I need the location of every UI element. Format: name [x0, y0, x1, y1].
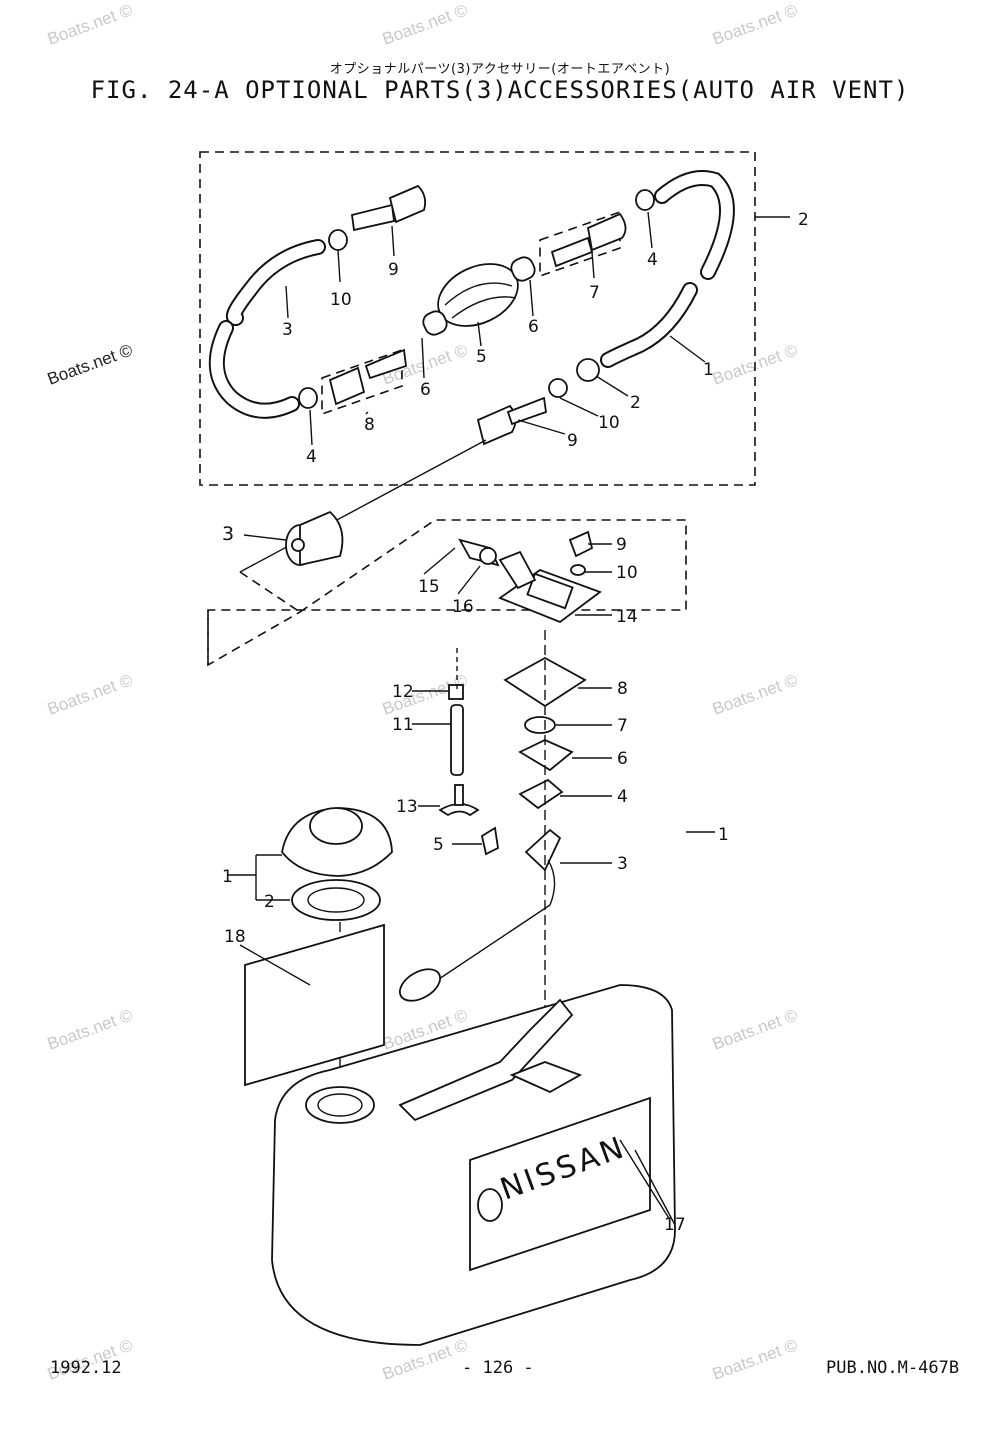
callout-number: 13 — [396, 797, 418, 817]
vent-pipe-base — [438, 803, 480, 817]
footer-date: 1992.12 — [50, 1358, 122, 1378]
fuel-hose-assembly — [199, 151, 790, 573]
primer-bulb — [422, 256, 536, 336]
footer-page-number: - 126 - — [462, 1358, 534, 1378]
vent-o-ring — [524, 716, 556, 734]
callout-number: 7 — [589, 283, 600, 303]
label-plate — [244, 923, 385, 1087]
callout-number: 6 — [528, 317, 539, 337]
callouts-tank-group: 3 15 16 9 10 14 12 8 11 7 6 13 4 5 3 1 1… — [222, 523, 729, 1235]
callout-number: 9 — [567, 431, 578, 451]
callout-number: 17 — [664, 1215, 686, 1235]
callout-number: 1 — [222, 867, 233, 887]
callout-number: 10 — [598, 413, 620, 433]
vent-nut — [448, 684, 464, 700]
callouts-hose-group: 2 9 10 3 4 7 6 5 1 8 6 4 2 10 9 — [282, 210, 809, 467]
callout-number: 8 — [617, 679, 628, 699]
callout-number: 18 — [224, 927, 246, 947]
callout-number: 10 — [330, 290, 352, 310]
hose-group-boundary — [199, 151, 756, 486]
callout-number: 5 — [476, 347, 487, 367]
callout-number: 3 — [282, 320, 293, 340]
vent-screw — [568, 530, 594, 558]
callout-number: 8 — [364, 415, 375, 435]
filler-cap — [281, 807, 393, 877]
watermark: Boats.net © — [45, 1005, 136, 1053]
callout-number: 4 — [647, 250, 658, 270]
callout-number: 2 — [264, 892, 275, 912]
vent-bolt — [480, 826, 499, 856]
vent-pipe — [450, 704, 464, 776]
callout-number: 1 — [718, 825, 729, 845]
callout-number: 2 — [798, 210, 809, 230]
vent-washer — [570, 564, 586, 576]
callout-number: 3 — [222, 523, 234, 545]
fuel-tank: NISSAN — [271, 984, 676, 1346]
callout-number: 3 — [617, 854, 628, 874]
vent-lever — [524, 828, 562, 872]
watermark: Boats.net © — [710, 1335, 801, 1383]
figure-subtitle-japanese: オプショナルパーツ(3)アクセサリー(オートエアベント) — [329, 62, 671, 77]
callout-number: 5 — [433, 835, 444, 855]
callout-number: 15 — [418, 577, 440, 597]
figure-title: FIG. 24-A OPTIONAL PARTS(3)ACCESSORIES(A… — [90, 76, 910, 104]
callout-number: 4 — [306, 447, 317, 467]
air-vent-cover — [458, 538, 602, 624]
callout-number: 9 — [616, 535, 627, 555]
callout-number: 12 — [392, 682, 414, 702]
callout-number: 14 — [616, 607, 638, 627]
hose-connector-top — [328, 184, 427, 251]
vent-body — [518, 778, 564, 810]
filler-gasket — [291, 879, 381, 921]
watermark: Boats.net © — [380, 0, 471, 48]
callout-number: 6 — [617, 749, 628, 769]
footer-publication-number: PUB.NO.M-467B — [826, 1358, 960, 1378]
callout-number: 6 — [420, 380, 431, 400]
watermark: Boats.net © — [710, 0, 801, 48]
callout-number: 7 — [617, 716, 628, 736]
hose-connector-bottom — [476, 358, 600, 446]
callout-number: 11 — [392, 715, 414, 735]
watermark: Boats.net © — [45, 340, 136, 388]
callout-number: 4 — [617, 787, 628, 807]
check-valve-lower — [298, 348, 407, 416]
callout-number: 9 — [388, 260, 399, 280]
callout-number: 10 — [616, 563, 638, 583]
vent-diaphragm — [518, 739, 574, 772]
watermark: Boats.net © — [45, 670, 136, 718]
callout-number: 16 — [452, 597, 474, 617]
watermark: Boats.net © — [45, 0, 136, 48]
callout-number: 2 — [630, 393, 641, 413]
tank-connector-fitting — [285, 510, 344, 567]
callout-number: 1 — [703, 360, 714, 380]
check-valve-upper — [539, 189, 655, 278]
fuel-tank-assembly: NISSAN — [207, 510, 715, 1346]
watermark: Boats.net © — [710, 670, 801, 718]
tank-group-boundary — [207, 519, 687, 667]
gauge-float — [398, 968, 442, 1002]
watermark: Boats.net © — [710, 1005, 801, 1053]
